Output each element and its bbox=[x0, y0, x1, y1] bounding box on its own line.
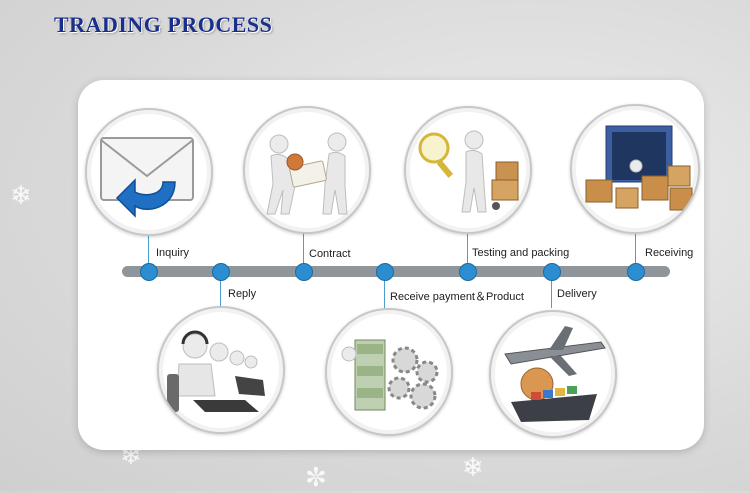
timeline-node-inquiry bbox=[140, 263, 158, 281]
step-label-delivery: Delivery bbox=[557, 288, 597, 300]
connector-delivery bbox=[551, 274, 552, 308]
timeline-node-receiving bbox=[627, 263, 645, 281]
step-label-contract: Contract bbox=[309, 248, 351, 260]
airplane-ship-icon bbox=[489, 310, 617, 438]
envelope-reply-icon bbox=[85, 108, 213, 236]
timeline-node-payment bbox=[376, 263, 394, 281]
page-title: TRADING PROCESS bbox=[54, 12, 273, 37]
connector-payment bbox=[384, 274, 385, 308]
connector-contract bbox=[303, 234, 304, 268]
inspection-boxes-icon bbox=[404, 106, 532, 234]
timeline-node-contract bbox=[295, 263, 313, 281]
step-label-payment: Receive payment＆Product bbox=[390, 291, 524, 303]
connector-testing bbox=[467, 234, 468, 268]
connector-receiving bbox=[635, 234, 636, 268]
handshake-document-icon bbox=[243, 106, 371, 234]
step-label-testing: Testing and packing bbox=[472, 247, 570, 259]
connector-inquiry bbox=[148, 234, 149, 268]
step-label-receiving: Receiving bbox=[645, 247, 694, 259]
step-label-inquiry: Inquiry bbox=[156, 247, 190, 259]
snowflake-decoration: ❄ bbox=[10, 180, 32, 210]
step-label-reply: Reply bbox=[228, 288, 257, 300]
snowflake-decoration: ❄ bbox=[462, 452, 484, 482]
money-gears-icon bbox=[325, 308, 453, 436]
snowflake-decoration: ✼ bbox=[305, 462, 327, 492]
timeline-bar bbox=[122, 266, 670, 277]
timeline-node-delivery bbox=[543, 263, 561, 281]
timeline-node-reply bbox=[212, 263, 230, 281]
connector-reply bbox=[220, 274, 221, 308]
call-center-icon bbox=[157, 306, 285, 434]
warehouse-boxes-icon bbox=[570, 104, 700, 234]
timeline-node-testing bbox=[459, 263, 477, 281]
